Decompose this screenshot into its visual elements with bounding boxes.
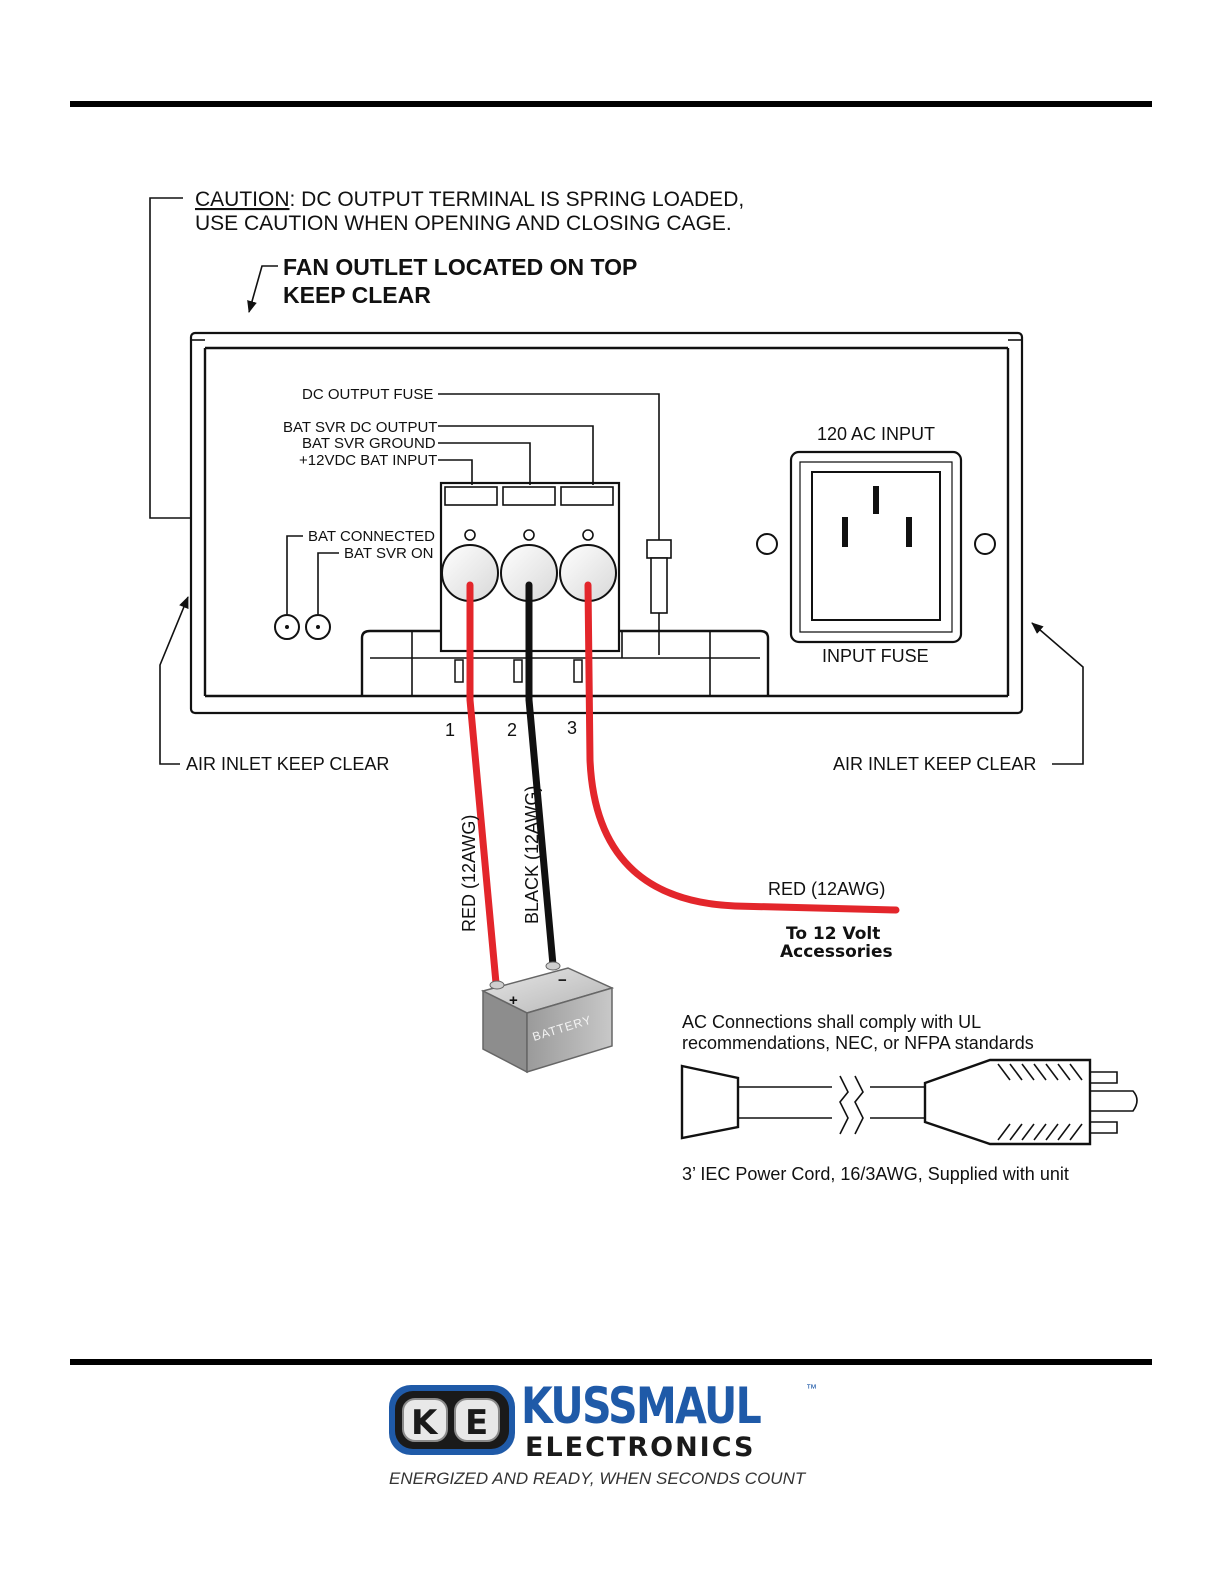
top-rule xyxy=(70,101,1152,107)
bat-input-label: +12VDC BAT INPUT xyxy=(299,452,437,469)
caution-note: CAUTION: DC OUTPUT TERMINAL IS SPRING LO… xyxy=(195,188,744,235)
ac-inlet: 120 AC INPUT INPUT FUSE xyxy=(756,424,996,666)
air-inlet-right-label: AIR INLET KEEP CLEAR xyxy=(833,754,1036,774)
bat-svr-ground-label: BAT SVR GROUND xyxy=(302,435,436,452)
ac-note-line2: recommendations, NEC, or NFPA standards xyxy=(682,1033,1034,1053)
fan-note: FAN OUTLET LOCATED ON TOP KEEP CLEAR xyxy=(283,254,637,308)
logo-trademark: ™ xyxy=(806,1383,817,1395)
terminal-3-number: 3 xyxy=(567,718,577,738)
accessories-line1: To 12 Volt xyxy=(786,924,880,944)
ac-input-label: 120 AC INPUT xyxy=(817,424,935,444)
air-inlet-right-leader xyxy=(1031,622,1084,765)
red-battery-wire xyxy=(466,581,500,987)
svg-text:CAUTION: DC OUTPUT TERMINAL IS: CAUTION: DC OUTPUT TERMINAL IS SPRING LO… xyxy=(195,188,744,211)
bat-input-leader xyxy=(438,459,473,485)
power-cord xyxy=(680,1058,1138,1146)
dc-fuse-leader xyxy=(438,393,660,540)
air-inlet-left-leader xyxy=(159,596,189,765)
status-leds: BAT CONNECTED BAT SVR ON xyxy=(274,528,435,640)
fan-line2: KEEP CLEAR xyxy=(283,282,431,308)
fan-line1: FAN OUTLET LOCATED ON TOP xyxy=(283,254,637,280)
dc-output-leader xyxy=(438,425,594,485)
dc-output-fuse-label: DC OUTPUT FUSE xyxy=(302,386,433,403)
red-out-label: RED (12AWG) xyxy=(768,879,885,899)
caution-word: CAUTION xyxy=(195,188,290,211)
logo-sub: ELECTRONICS xyxy=(525,1432,756,1463)
bat-connected-label: BAT CONNECTED xyxy=(308,528,435,545)
caution-line1-rest: : DC OUTPUT TERMINAL IS SPRING LOADED, xyxy=(290,188,745,211)
logo-mark: K E xyxy=(389,1385,515,1455)
terminal-2-number: 2 xyxy=(507,720,517,740)
dc-output-fuse xyxy=(646,539,672,655)
red-accessory-wire xyxy=(584,581,900,914)
battery-plus: + xyxy=(509,992,518,1009)
svg-text:E: E xyxy=(465,1403,488,1443)
ground-leader xyxy=(438,442,531,485)
logo-brand: KUSSMAUL xyxy=(521,1377,762,1435)
red-wire-label: RED (12AWG) xyxy=(459,815,479,932)
terminal-1-number: 1 xyxy=(445,720,455,740)
svg-text:K: K xyxy=(411,1403,439,1443)
battery-minus: − xyxy=(558,972,567,989)
battery: + − BATTERY xyxy=(480,961,615,1074)
black-wire-label: BLACK (12AWG) xyxy=(522,786,542,924)
black-battery-wire xyxy=(525,581,557,969)
caution-line2: USE CAUTION WHEN OPENING AND CLOSING CAG… xyxy=(195,212,732,235)
accessories-line2: Accessories xyxy=(780,942,893,962)
logo-tagline: ENERGIZED AND READY, WHEN SECONDS COUNT xyxy=(389,1469,806,1488)
ac-note-line1: AC Connections shall comply with UL xyxy=(682,1012,981,1032)
bat-svr-dc-output-label: BAT SVR DC OUTPUT xyxy=(283,419,437,436)
cord-caption: 3’ IEC Power Cord, 16/3AWG, Supplied wit… xyxy=(682,1164,1069,1184)
bottom-rule xyxy=(70,1359,1152,1365)
kussmaul-logo: K E KUSSMAUL ™ ELECTRONICS ENERGIZED AND… xyxy=(389,1377,829,1493)
air-inlet-left-label: AIR INLET KEEP CLEAR xyxy=(186,754,389,774)
input-fuse-label: INPUT FUSE xyxy=(822,646,929,666)
bat-svr-on-label: BAT SVR ON xyxy=(344,545,433,562)
fan-arrow xyxy=(247,265,278,313)
